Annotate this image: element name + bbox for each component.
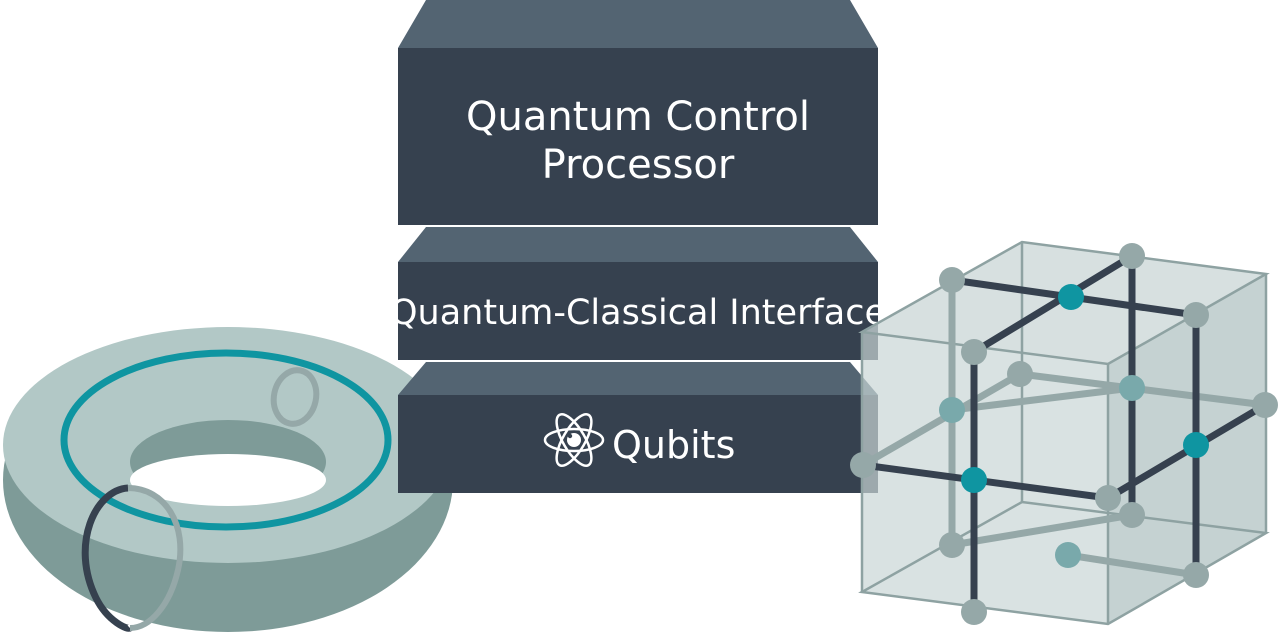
lattice-nodes: [850, 243, 1278, 625]
control-layer: [398, 48, 878, 225]
torus-dark-loop: [81, 484, 133, 632]
qubits-layer: [398, 395, 878, 493]
processor-stack: Quantum Control Processor Quantum-Classi…: [390, 0, 886, 493]
control-layer-label-line2: Processor: [542, 142, 735, 188]
lattice-node: [961, 339, 987, 365]
lattice-node-teal: [1183, 432, 1209, 458]
lattice-node-teal-light: [1055, 542, 1081, 568]
lattice-node: [1119, 502, 1145, 528]
lattice-node: [1007, 361, 1033, 387]
torus-dark-loop-back: [127, 485, 184, 631]
lattice-node-teal: [961, 467, 987, 493]
interface-layer-top: [398, 227, 878, 262]
torus-illustration: [3, 327, 453, 632]
qubits-layer-top: [398, 362, 878, 395]
lattice-node: [939, 267, 965, 293]
torus-small-loop: [270, 367, 320, 427]
interface-layer-label: Quantum-Classical Interface: [390, 293, 886, 333]
lattice-node: [1183, 562, 1209, 588]
interface-layer: [398, 262, 878, 360]
lattice-node-teal-light: [1119, 375, 1145, 401]
lattice-node: [1252, 392, 1278, 418]
lattice-node: [1119, 243, 1145, 269]
lattice-node: [1095, 485, 1121, 511]
qubits-layer-label: Qubits: [612, 423, 735, 467]
control-layer-top: [398, 0, 878, 48]
control-layer-label-line1: Quantum Control: [466, 94, 810, 140]
torus-hole: [130, 454, 326, 506]
lattice-node: [1183, 302, 1209, 328]
lattice-node-teal-light: [939, 397, 965, 423]
torus-teal-loop: [60, 349, 392, 531]
lattice-node-teal: [1058, 284, 1084, 310]
lattice-node: [850, 452, 876, 478]
lattice-node: [961, 599, 987, 625]
lattice-cube-illustration: [850, 240, 1278, 626]
atom-icon: [543, 413, 605, 467]
lattice-node: [939, 532, 965, 558]
